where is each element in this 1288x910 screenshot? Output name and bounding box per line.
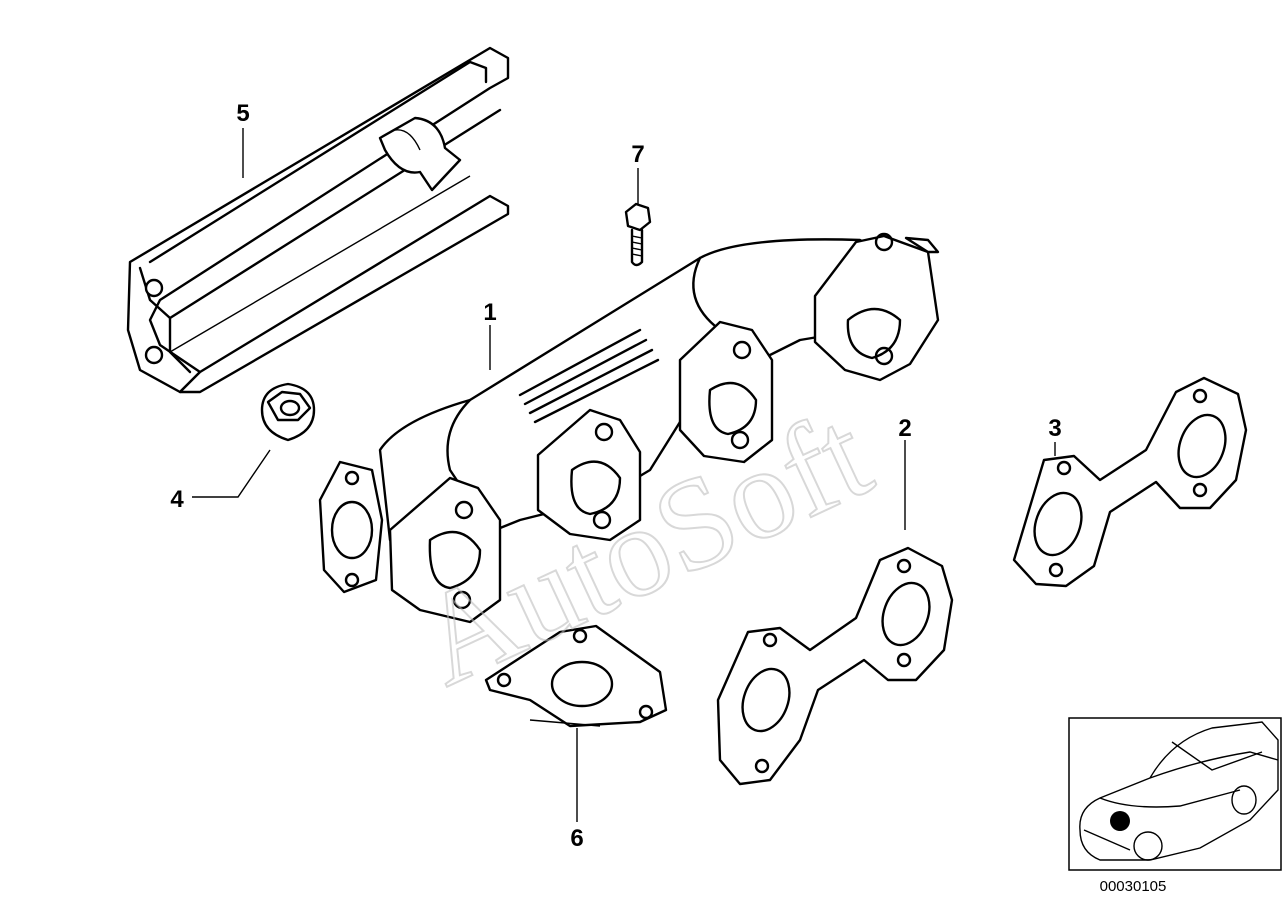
- gasket-middle-part[interactable]: [716, 546, 954, 786]
- diagram-part-number: 00030105: [1100, 878, 1167, 895]
- callout-1: 1: [483, 299, 496, 326]
- callout-6: 6: [570, 825, 583, 852]
- callout-5: 5: [236, 100, 249, 127]
- callout-7: 7: [631, 141, 644, 168]
- bolt-part[interactable]: [624, 202, 652, 267]
- callout-2: 2: [898, 415, 911, 442]
- flange-nut-part[interactable]: [260, 382, 316, 442]
- callout-3: 3: [1048, 415, 1061, 442]
- locator-dot: [1110, 811, 1130, 831]
- exhaust-manifold-part[interactable]: [318, 232, 940, 624]
- leader-lines: [192, 128, 1056, 822]
- gasket-right-part[interactable]: [1012, 376, 1248, 588]
- small-gasket-part[interactable]: [484, 624, 668, 728]
- callout-4: 4: [170, 486, 184, 513]
- vehicle-locator-inset: [1068, 717, 1282, 871]
- heat-shield-part[interactable]: [126, 46, 510, 394]
